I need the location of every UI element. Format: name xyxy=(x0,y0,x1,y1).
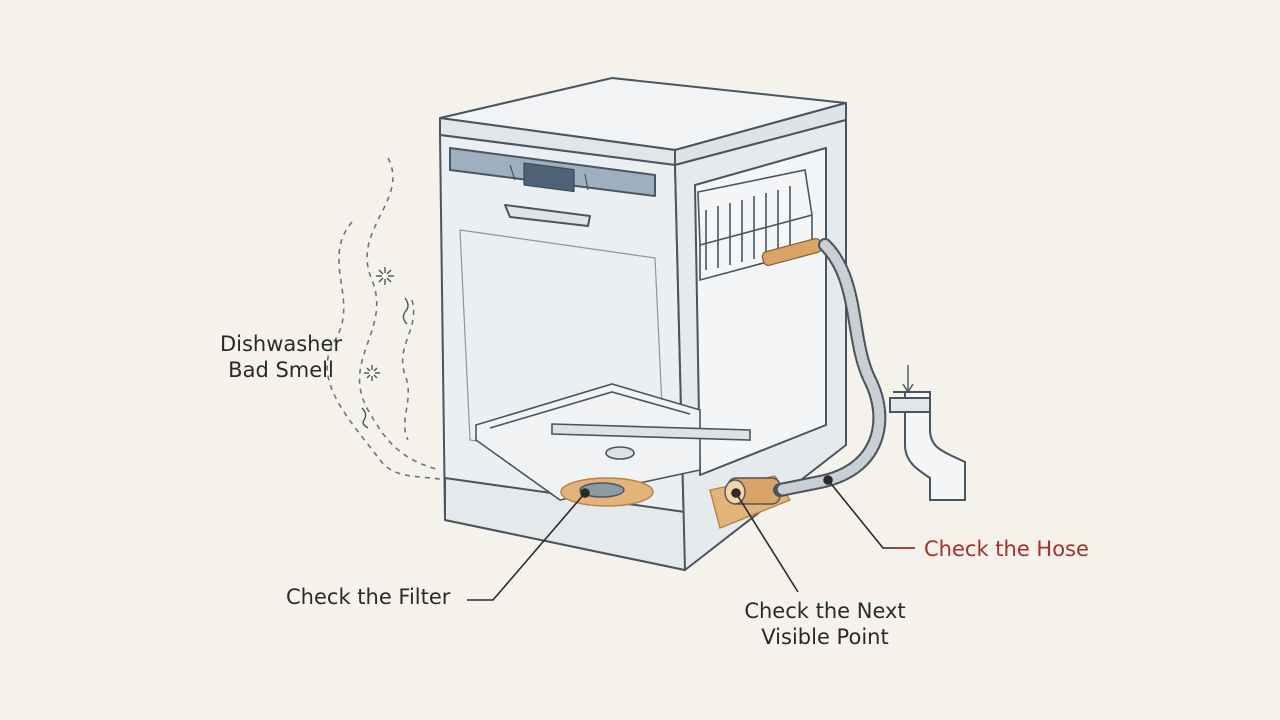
filter-label: Check the Filter xyxy=(286,585,451,609)
spray-hub xyxy=(605,446,635,460)
leader-lines xyxy=(467,475,915,601)
odor-sparkles xyxy=(361,267,409,429)
smell-label-line2: Bad Smell xyxy=(228,358,334,382)
display-screen xyxy=(523,162,575,193)
upper-rack xyxy=(697,169,813,282)
smell-label-line1: Dishwasher xyxy=(219,332,343,356)
door-handle xyxy=(504,204,591,227)
next-point-label-line1: Check the Next xyxy=(744,599,906,623)
smell-label: Dishwasher Bad Smell xyxy=(212,331,350,383)
drain-hose xyxy=(773,238,887,497)
bottom-tub xyxy=(475,383,751,501)
next-point-label-line2: Visible Point xyxy=(761,625,889,649)
side-cutaway xyxy=(694,147,827,476)
filter-assembly xyxy=(560,477,654,507)
odor-wisps xyxy=(326,157,446,481)
next-point-label: Check the Next Visible Point xyxy=(730,598,920,650)
wall-drain-pipe xyxy=(889,365,966,501)
hose-label: Check the Hose xyxy=(924,537,1089,561)
